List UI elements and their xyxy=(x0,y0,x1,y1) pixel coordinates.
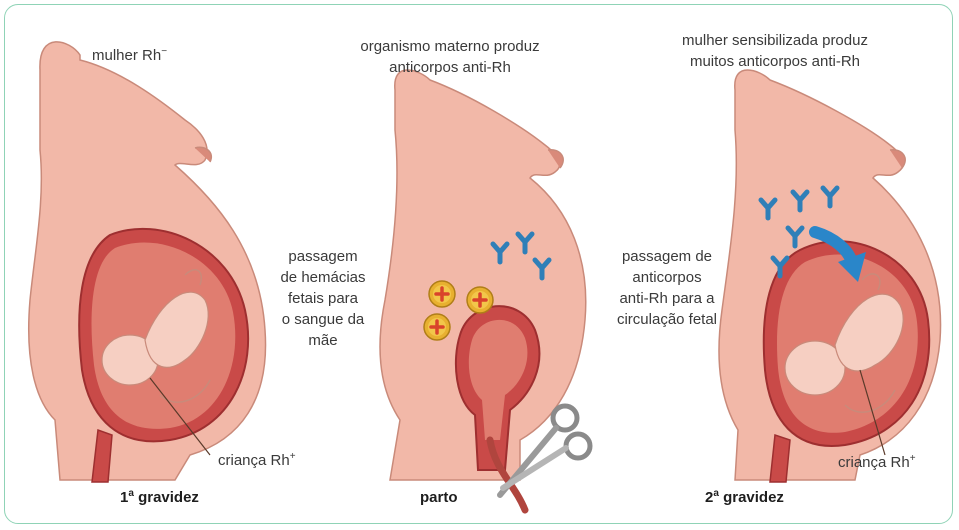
panel1-middle-line: de hemácias xyxy=(258,267,388,288)
panel3-middle-label: passagem de anticorpos anti-Rh para a ci… xyxy=(592,246,742,330)
panel1-child-label: criança Rh+ xyxy=(218,450,296,471)
panel3-middle-line: passagem de xyxy=(592,246,742,267)
panel1-top-label: mulher Rh− xyxy=(92,45,167,66)
panel3-middle-line: circulação fetal xyxy=(592,309,742,330)
panel3-top-line: muitos anticorpos anti-Rh xyxy=(640,51,910,72)
panel3-child-label: criança Rh+ xyxy=(838,452,916,473)
panel2-caption: parto xyxy=(420,487,458,508)
panel1-middle-label: passagem de hemácias fetais para o sangu… xyxy=(258,246,388,351)
panel1-middle-line: o sangue da xyxy=(258,309,388,330)
panel2-top-label: organismo materno produz anticorpos anti… xyxy=(330,36,570,78)
panel1-caption: 1a gravidez xyxy=(120,487,199,508)
panel2-top-line: organismo materno produz xyxy=(330,36,570,57)
panel3-middle-line: anticorpos xyxy=(592,267,742,288)
panel3-middle-line: anti-Rh para a xyxy=(592,288,742,309)
panel3-top-label: mulher sensibilizada produz muitos antic… xyxy=(640,30,910,72)
panel1-middle-line: mãe xyxy=(258,330,388,351)
panel3-caption: 2a gravidez xyxy=(705,487,784,508)
panel1-middle-line: passagem xyxy=(258,246,388,267)
panel2-top-line: anticorpos anti-Rh xyxy=(330,57,570,78)
panel3-top-line: mulher sensibilizada produz xyxy=(640,30,910,51)
panel1-middle-line: fetais para xyxy=(258,288,388,309)
